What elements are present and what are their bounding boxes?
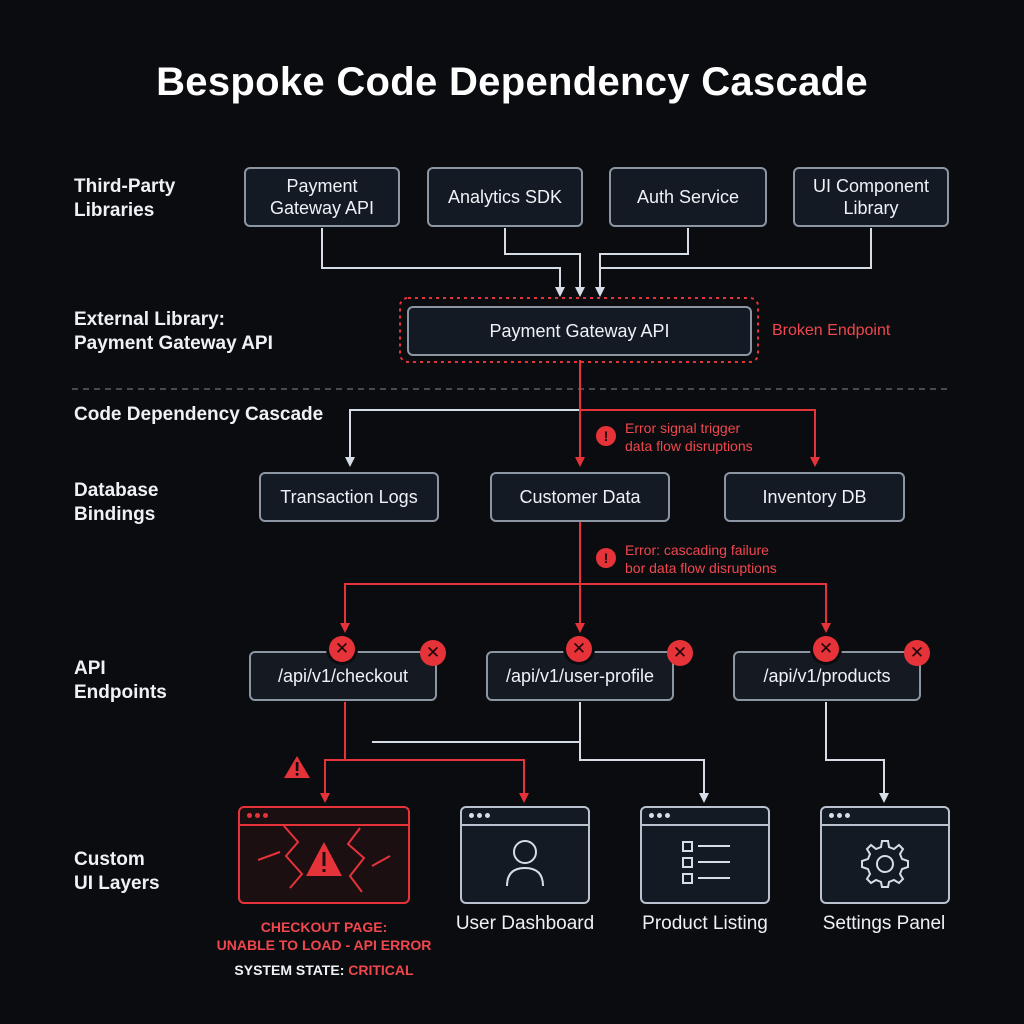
- user-dashboard-label: User Dashboard: [455, 913, 595, 934]
- connector-transaction-logs: [345, 360, 581, 467]
- connector-inventory-db: [580, 409, 820, 467]
- row-label-database: Database Bindings: [74, 480, 159, 525]
- profile-error-badge-icon: ✕: [667, 640, 693, 666]
- list-icon: [682, 841, 730, 884]
- row-label-api: API Endpoints: [74, 658, 167, 703]
- products-error-badge-icon: ✕: [904, 640, 930, 666]
- cascading-error-icon: !: [596, 548, 616, 568]
- gear-icon: [861, 840, 909, 888]
- settings-panel-window[interactable]: [820, 806, 950, 904]
- row-label-external-library: External Library: Payment Gateway API: [74, 309, 273, 354]
- endpoint-user-profile[interactable]: /api/v1/user-profile: [486, 651, 674, 701]
- checkout-status-text: CHECKOUT PAGE: UNABLE TO LOAD - API ERRO…: [216, 919, 432, 953]
- payment-gateway-node[interactable]: Payment Gateway API: [407, 306, 752, 356]
- connector-analytics: [504, 228, 585, 297]
- error-signal-icon: !: [596, 426, 616, 446]
- system-state-value: CRITICAL: [348, 962, 414, 978]
- row-label-ui: Custom UI Layers: [74, 849, 160, 894]
- connector-settings: [825, 702, 889, 803]
- broken-endpoint-label: Broken Endpoint: [772, 322, 891, 339]
- product-listing-window[interactable]: [640, 806, 770, 904]
- cascading-error-text: Error: cascading failure bor data flow d…: [625, 542, 777, 576]
- broken-page-icon: [257, 825, 391, 893]
- connector-checkout-endpoint: [340, 522, 581, 633]
- connector-product-listing: [579, 702, 709, 803]
- library-analytics-sdk[interactable]: Analytics SDK: [427, 167, 583, 227]
- page-title: Bespoke Code Dependency Cascade: [156, 60, 868, 104]
- connector-payment-library: [321, 228, 565, 297]
- profile-failed-icon: ✕: [566, 636, 592, 662]
- settings-panel-label: Settings Panel: [822, 913, 946, 934]
- products-failed-icon: ✕: [813, 636, 839, 662]
- checkout-page-window[interactable]: [238, 806, 410, 904]
- system-state: SYSTEM STATE: CRITICAL: [210, 962, 438, 978]
- checkout-error-badge-icon: ✕: [420, 640, 446, 666]
- row-label-third-party: Third-Party Libraries: [74, 176, 176, 221]
- system-state-label: SYSTEM STATE:: [234, 962, 345, 978]
- db-customer-data[interactable]: Customer Data: [490, 472, 670, 522]
- library-auth-service[interactable]: Auth Service: [609, 167, 767, 227]
- connector-ui-library: [600, 228, 872, 269]
- connector-products-endpoint: [580, 583, 831, 633]
- connector-auth: [595, 228, 689, 297]
- user-dashboard-window[interactable]: [460, 806, 590, 904]
- row-label-cascade: Code Dependency Cascade: [74, 404, 324, 425]
- library-payment-gateway[interactable]: Payment Gateway API: [244, 167, 400, 227]
- checkout-failed-icon: ✕: [329, 636, 355, 662]
- library-ui-component[interactable]: UI Component Library: [793, 167, 949, 227]
- connector-checkout-page: [320, 702, 346, 803]
- broken-endpoint-outline: [399, 297, 759, 363]
- db-transaction-logs[interactable]: Transaction Logs: [259, 472, 439, 522]
- error-signal-text: Error signal trigger data flow disruptio…: [625, 420, 753, 454]
- warning-icon: [284, 756, 310, 778]
- connector-dashboard: [345, 759, 529, 803]
- product-listing-label: Product Listing: [642, 913, 768, 934]
- db-inventory[interactable]: Inventory DB: [724, 472, 905, 522]
- user-icon: [506, 840, 544, 887]
